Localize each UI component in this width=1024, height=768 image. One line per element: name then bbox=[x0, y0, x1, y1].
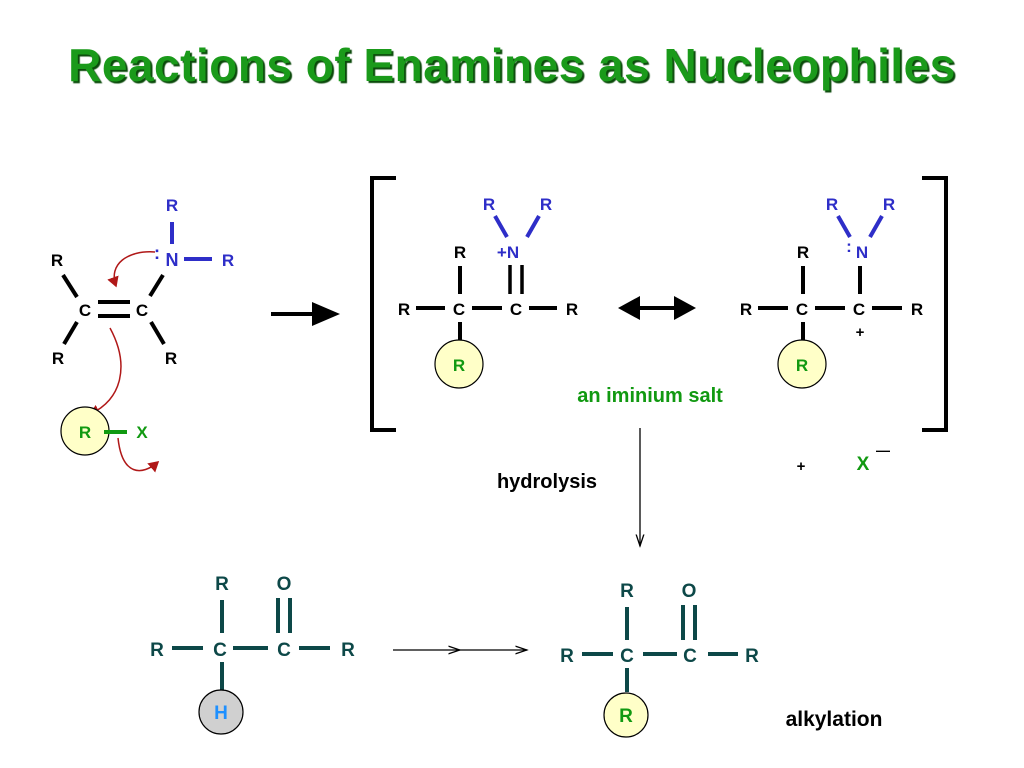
atom-r: R bbox=[740, 300, 752, 319]
hydrogen-circle bbox=[198, 689, 244, 735]
atom-c: C bbox=[510, 300, 522, 319]
resonance-bracket-right bbox=[922, 176, 948, 432]
slide-title: Reactions of Enamines as Nucleophiles bbox=[68, 39, 956, 91]
atom-o: O bbox=[682, 581, 697, 602]
curved-arrow-leaving-group bbox=[117, 437, 160, 473]
alkylation-label: alkylation bbox=[786, 708, 883, 731]
bond-c-n bbox=[148, 273, 165, 298]
atom-r: R bbox=[826, 195, 838, 214]
atom-r: R bbox=[566, 300, 578, 319]
starting-ketone: R C C R R O H bbox=[150, 574, 355, 735]
atom-r: R bbox=[911, 300, 923, 319]
resonance-arrow bbox=[618, 296, 696, 320]
bond-r-c-lower-left bbox=[62, 320, 79, 346]
atom-c: C bbox=[277, 640, 291, 661]
atom-r: R bbox=[560, 646, 574, 667]
atom-c: C bbox=[213, 640, 227, 661]
atom-r: R bbox=[215, 574, 229, 595]
bond-r-c-upper-left bbox=[61, 273, 79, 299]
atom-o: O bbox=[277, 574, 292, 595]
alkylated-ketone: R C C R R O R bbox=[560, 581, 759, 738]
atom-r: R bbox=[453, 356, 465, 375]
atom-r: R bbox=[341, 640, 355, 661]
atom-r: R bbox=[166, 196, 178, 215]
atom-r: R bbox=[483, 195, 495, 214]
atom-r: R bbox=[165, 349, 177, 368]
atom-c: C bbox=[79, 301, 91, 320]
curved-arrow-lone-pair bbox=[107, 251, 156, 288]
iminium-resonance-1: R C C R R +N R R R bbox=[398, 195, 578, 389]
iminium-salt-label: an iminium salt bbox=[577, 385, 723, 407]
atom-c: C bbox=[796, 300, 808, 319]
atom-c: C bbox=[453, 300, 465, 319]
hydrolysis-label: hydrolysis bbox=[497, 471, 597, 493]
reaction-arrow bbox=[271, 302, 340, 326]
byproduct-plus: + bbox=[797, 458, 806, 475]
atom-r: R bbox=[620, 581, 634, 602]
atom-r: R bbox=[150, 640, 164, 661]
atom-c: C bbox=[136, 301, 148, 320]
atom-r: R bbox=[52, 349, 64, 368]
atom-c: C bbox=[620, 646, 634, 667]
lone-pair: : bbox=[846, 237, 852, 256]
atom-r: R bbox=[745, 646, 759, 667]
atom-r: R bbox=[797, 243, 809, 262]
resonance-bracket-left bbox=[370, 176, 396, 432]
atom-h: H bbox=[214, 703, 228, 724]
carbocation-charge: + bbox=[856, 324, 865, 341]
atom-r: R bbox=[51, 251, 63, 270]
atom-r: R bbox=[454, 243, 466, 262]
atom-n: N bbox=[856, 243, 868, 262]
atom-n-positive: +N bbox=[497, 243, 519, 262]
bond-c-r-lower-right bbox=[149, 320, 166, 346]
iminium-resonance-2: R C C R R N : R R + R bbox=[740, 195, 923, 389]
atom-r: R bbox=[222, 251, 234, 270]
alkyl-circle bbox=[603, 692, 649, 738]
atom-n: N bbox=[166, 250, 179, 270]
atom-r: R bbox=[883, 195, 895, 214]
alkyl-circle bbox=[777, 339, 827, 389]
atom-r: R bbox=[619, 706, 633, 727]
atom-r: R bbox=[796, 356, 808, 375]
halide-ion: X bbox=[857, 454, 870, 475]
curved-arrow-double-bond bbox=[88, 327, 122, 416]
atom-x: X bbox=[136, 423, 148, 442]
atom-r: R bbox=[540, 195, 552, 214]
lone-pair: : bbox=[154, 243, 160, 263]
enamine-structure: R C C R R N : R R R X bbox=[51, 196, 234, 473]
atom-r: R bbox=[79, 423, 91, 442]
alkyl-circle bbox=[434, 339, 484, 389]
atom-r: R bbox=[398, 300, 410, 319]
atom-c: C bbox=[683, 646, 697, 667]
atom-c: C bbox=[853, 300, 865, 319]
halide-charge: — bbox=[876, 442, 890, 458]
